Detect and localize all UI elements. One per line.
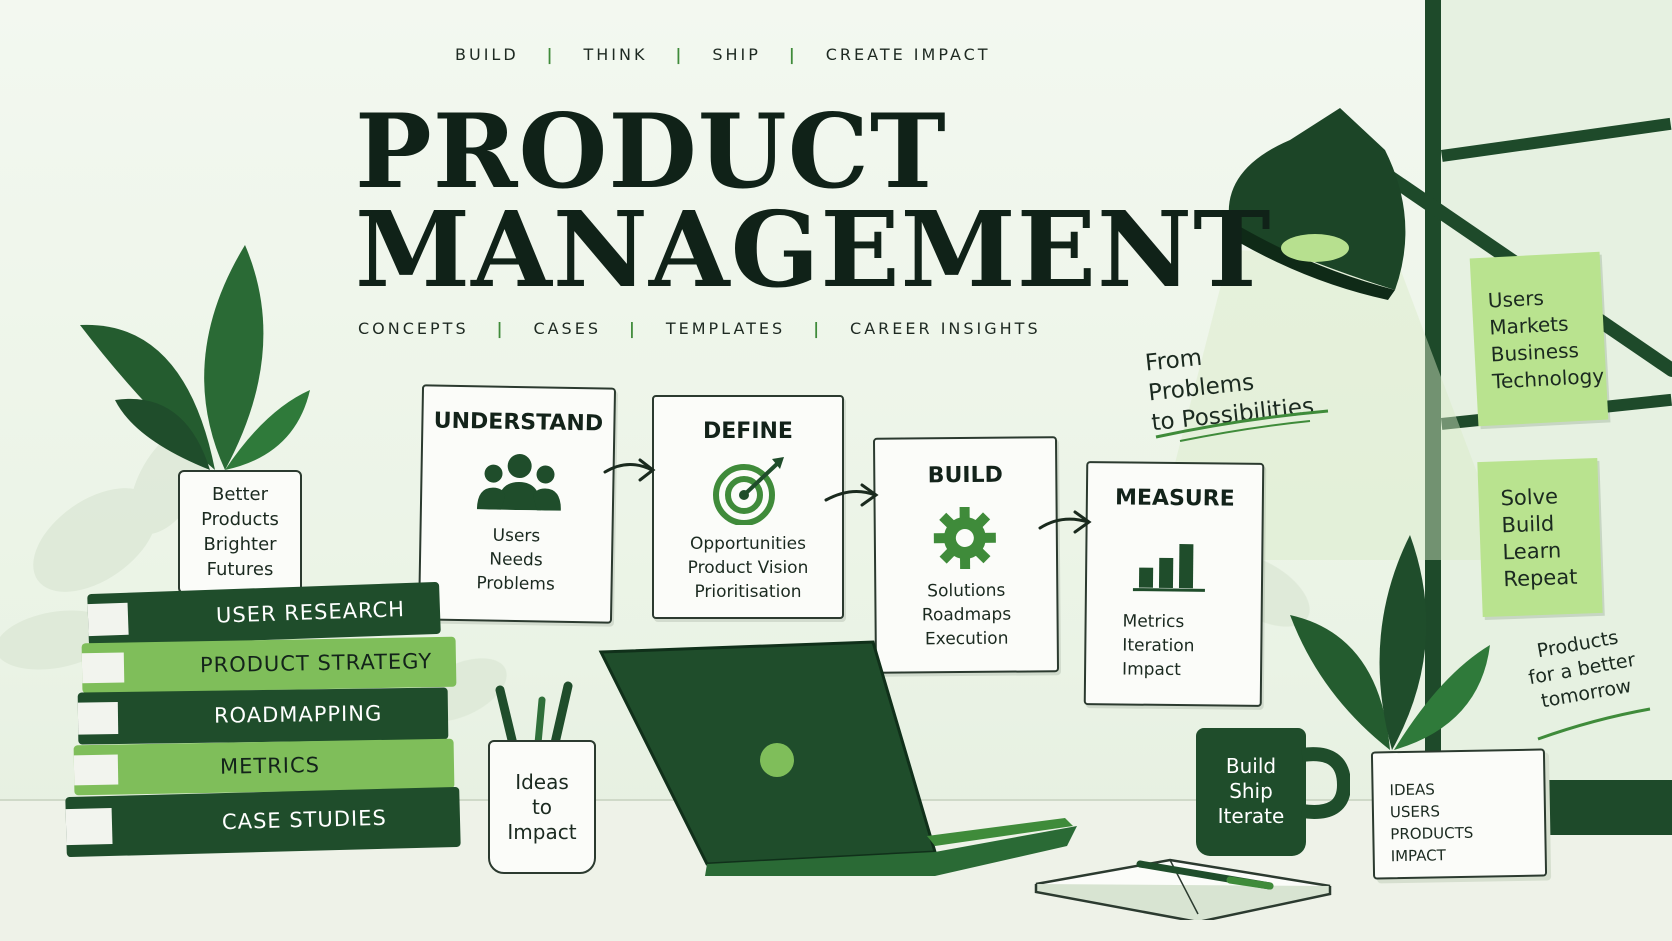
sub-nav-item: CAREER INSIGHTS xyxy=(850,318,1041,338)
pencil-cup-label: Ideas to Impact xyxy=(507,770,577,844)
top-nav-item: CREATE IMPACT xyxy=(825,44,991,64)
process-card-define: DEFINE Opportunities Product Vision Prio… xyxy=(652,395,844,619)
top-nav-item: BUILD xyxy=(455,44,519,64)
process-card-measure: MEASURE Metrics Iteration Impact xyxy=(1083,461,1265,707)
top-nav-item: THINK xyxy=(583,44,648,64)
sticky-note-label: Users Markets Business Technology xyxy=(1487,285,1605,394)
gear-icon xyxy=(933,506,996,570)
mug: Build Ship Iterate xyxy=(1196,728,1306,856)
process-card-build: BUILD Solutions Roadmaps Execution xyxy=(872,436,1060,674)
process-card-understand: UNDERSTAND Users Needs Problems xyxy=(417,384,617,624)
card-body: Opportunities Product Vision Prioritisat… xyxy=(687,534,809,602)
sticky-note: Solve Build Learn Repeat xyxy=(1477,457,1603,618)
sticky-note: Users Markets Business Technology xyxy=(1469,251,1609,427)
paper-stack-label: IDEAS USERS PRODUCTS IMPACT xyxy=(1389,780,1474,866)
card-title: BUILD xyxy=(927,462,1003,489)
laptop-icon xyxy=(598,640,1077,876)
book-label: PRODUCT STRATEGY xyxy=(199,649,433,678)
plant-pot-label: Better Products Brighter Futures xyxy=(201,484,279,580)
bar-chart-icon xyxy=(1132,544,1205,592)
pencil-cup: Ideas to Impact xyxy=(488,740,596,874)
side-note-underline xyxy=(1537,707,1651,741)
book-spine: CASE STUDIES xyxy=(65,786,461,858)
sub-nav-item: TEMPLATES xyxy=(665,318,786,338)
mug-handle-icon xyxy=(1301,747,1350,819)
top-nav: BUILD| THINK| SHIP| CREATE IMPACT xyxy=(455,44,991,64)
card-body: Metrics Iteration Impact xyxy=(1121,611,1195,681)
page-title-line2: MANAGEMENT xyxy=(355,188,1272,311)
sub-nav-item: CASES xyxy=(533,318,601,338)
book-spine: PRODUCT STRATEGY xyxy=(81,636,457,694)
paper-stack: IDEAS USERS PRODUCTS IMPACT xyxy=(1370,748,1548,880)
sub-nav-item: CONCEPTS xyxy=(358,318,469,338)
card-body: Users Needs Problems xyxy=(476,525,555,595)
plant-right-icon xyxy=(1290,535,1490,750)
book-label: USER RESEARCH xyxy=(215,597,406,628)
tagline-underline xyxy=(1155,409,1329,442)
book-label: ROADMAPPING xyxy=(213,701,383,728)
card-title: MEASURE xyxy=(1114,485,1235,512)
book-label: CASE STUDIES xyxy=(221,805,388,835)
book-label: METRICS xyxy=(219,753,321,779)
users-icon xyxy=(476,454,561,511)
mug-label: Build Ship Iterate xyxy=(1217,754,1285,828)
card-title: DEFINE xyxy=(703,419,793,444)
card-title: UNDERSTAND xyxy=(433,408,604,437)
sub-nav: CONCEPTS| CASES| TEMPLATES| CAREER INSIG… xyxy=(358,318,1041,338)
target-icon xyxy=(713,457,784,525)
notebook-icon xyxy=(1034,858,1332,920)
plant-left-icon xyxy=(80,245,310,470)
sticky-note-label: Solve Build Learn Repeat xyxy=(1500,484,1578,592)
book-spine: ROADMAPPING xyxy=(77,687,449,745)
book-spine: METRICS xyxy=(73,738,455,796)
page-title-line1: PRODUCT xyxy=(355,92,947,212)
plant-pot: Better Products Brighter Futures xyxy=(178,470,302,594)
top-nav-item: SHIP xyxy=(712,44,761,64)
